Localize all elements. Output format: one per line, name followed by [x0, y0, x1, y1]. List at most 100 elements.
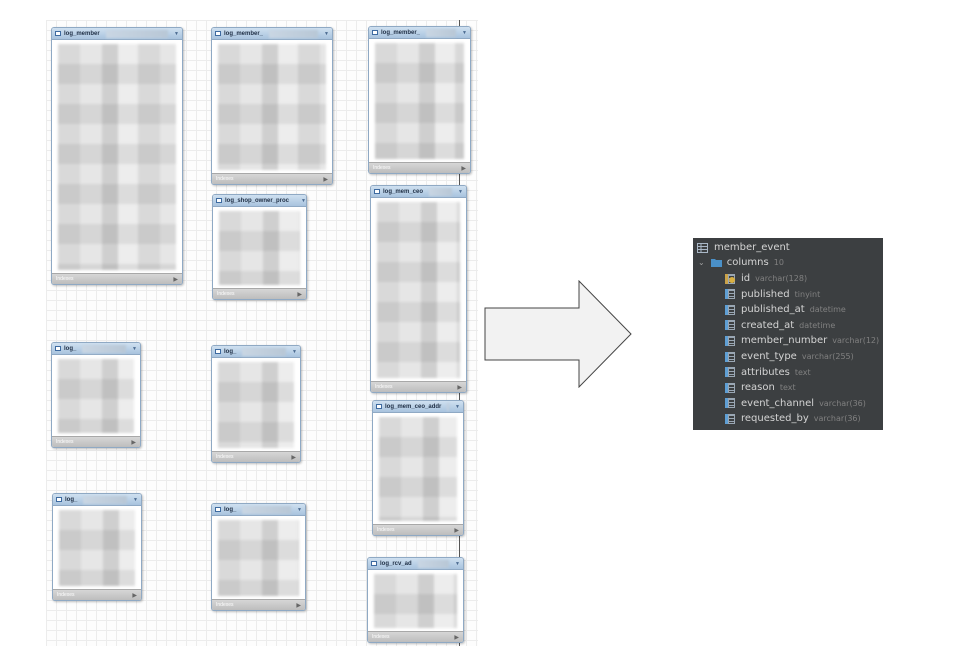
expand-arrow-icon[interactable]: ▶ — [296, 602, 301, 609]
er-table-indexes-bar[interactable]: Indexes ▶ — [212, 451, 300, 462]
er-table[interactable]: log_member_▼ Indexes ▶ — [368, 26, 471, 174]
er-table-name: log_mem_ceo_addr — [385, 403, 442, 410]
expand-arrow-icon[interactable]: ▶ — [457, 384, 462, 391]
er-table[interactable]: log_rcv_ad▼ Indexes▶ — [367, 557, 464, 643]
er-table[interactable]: log_member_▼ Indexes▶ — [211, 27, 333, 185]
er-table-indexes-bar[interactable]: Indexes▶ — [371, 381, 466, 392]
column-name: published_at — [741, 304, 805, 316]
er-table-header[interactable]: log_member_▼ — [212, 28, 332, 40]
er-table-indexes-bar[interactable]: Indexes▶ — [373, 524, 463, 535]
table-node[interactable]: member_event — [697, 240, 790, 255]
er-table-name: log_ — [65, 496, 78, 503]
column-type: text — [779, 383, 796, 393]
er-table[interactable]: log_ ▼ Indexes▶ — [52, 493, 142, 601]
column-type: varchar(128) — [755, 274, 808, 283]
er-table-indexes-bar[interactable]: Indexes▶ — [53, 589, 141, 600]
chevron-down-icon[interactable]: ▼ — [458, 188, 463, 195]
table-icon — [215, 31, 221, 36]
column-icon — [725, 382, 735, 393]
chevron-down-icon[interactable]: ▼ — [462, 29, 467, 36]
er-table-header[interactable]: log_▼ — [212, 504, 305, 516]
er-table-header[interactable]: log_member_▼ — [369, 27, 470, 39]
indexes-label: Indexes — [216, 454, 234, 460]
er-table-indexes-bar[interactable]: Indexes ▶ — [369, 162, 470, 173]
er-table-indexes-bar[interactable]: Indexes▶ — [52, 436, 140, 447]
columns-folder-node[interactable]: ⌄ columns 10 — [698, 255, 784, 270]
chevron-down-icon[interactable]: ⌄ — [698, 258, 705, 267]
column-icon — [725, 398, 735, 409]
table-icon — [56, 497, 62, 502]
er-table-header[interactable]: log_rcv_ad▼ — [368, 558, 463, 570]
er-table-columns-blurred — [379, 417, 457, 521]
er-table-columns-blurred — [219, 211, 300, 285]
er-table-header[interactable]: log_ ▼ — [53, 494, 141, 506]
column-type: varchar(12) — [832, 336, 880, 346]
indexes-label: Indexes — [373, 165, 391, 171]
er-table-header[interactable]: log_▼ — [52, 343, 140, 355]
er-table-columns-blurred — [374, 574, 457, 628]
column-name: reason — [741, 382, 775, 394]
column-name: event_channel — [741, 397, 815, 409]
er-table-header[interactable]: log_▼ — [212, 346, 300, 358]
er-table-indexes-bar[interactable]: Indexes ▶ — [213, 288, 306, 299]
chevron-down-icon[interactable]: ▼ — [174, 30, 179, 37]
expand-arrow-icon[interactable]: ▶ — [132, 592, 137, 599]
indexes-label: Indexes — [217, 291, 235, 297]
column-row[interactable]: reason text — [725, 380, 796, 395]
column-name: attributes — [741, 366, 790, 378]
er-table-header[interactable]: log_shop_owner_proc ▼ — [213, 195, 306, 207]
column-row[interactable]: attributes text — [725, 365, 811, 380]
er-table[interactable]: log_shop_owner_proc ▼ Indexes ▶ — [212, 194, 307, 300]
expand-arrow-icon[interactable]: ▶ — [297, 291, 302, 298]
expand-arrow-icon[interactable]: ▶ — [461, 165, 466, 172]
expand-arrow-icon[interactable]: ▶ — [323, 176, 328, 183]
er-table-header[interactable]: log_mem_ceo▼ — [371, 186, 466, 198]
chevron-down-icon[interactable]: ▼ — [455, 403, 460, 410]
chevron-down-icon[interactable]: ▼ — [301, 197, 306, 204]
er-table-columns-blurred — [218, 44, 326, 170]
expand-arrow-icon[interactable]: ▶ — [173, 276, 178, 283]
er-table-indexes-bar[interactable]: Indexes▶ — [212, 173, 332, 184]
table-name: member_event — [714, 242, 790, 253]
er-table-header[interactable]: log_member ▼ — [52, 28, 182, 40]
er-table[interactable]: log_mem_ceo▼ Indexes▶ — [370, 185, 467, 393]
column-icon — [725, 304, 735, 315]
er-table-indexes-bar[interactable]: Indexes▶ — [52, 273, 182, 284]
er-table[interactable]: log_▼ Indexes▶ — [211, 503, 306, 611]
er-table[interactable]: log_▼ Indexes ▶ — [211, 345, 301, 463]
er-table-name: log_shop_owner_proc — [225, 197, 290, 204]
chevron-down-icon[interactable]: ▼ — [455, 560, 460, 567]
expand-arrow-icon[interactable]: ▶ — [454, 527, 459, 534]
column-type: datetime — [799, 320, 836, 330]
expand-arrow-icon[interactable]: ▶ — [454, 634, 459, 641]
column-icon — [725, 335, 735, 346]
er-table[interactable]: log_▼ Indexes▶ — [51, 342, 141, 448]
er-table-header[interactable]: log_mem_ceo_addr ▼ — [373, 401, 463, 413]
chevron-down-icon[interactable]: ▼ — [133, 496, 138, 503]
er-table-indexes-bar[interactable]: Indexes▶ — [368, 631, 463, 642]
chevron-down-icon[interactable]: ▼ — [292, 348, 297, 355]
column-name: published — [741, 288, 790, 300]
chevron-down-icon[interactable]: ▼ — [132, 345, 137, 352]
er-table-name: log_member — [64, 30, 100, 37]
chevron-down-icon[interactable]: ▼ — [324, 30, 329, 37]
column-type: text — [794, 367, 811, 377]
expand-arrow-icon[interactable]: ▶ — [291, 454, 296, 461]
er-table[interactable]: log_member ▼ Indexes▶ — [51, 27, 183, 285]
column-icon — [725, 289, 735, 300]
er-table-columns-blurred — [377, 202, 460, 378]
er-table[interactable]: log_mem_ceo_addr ▼ Indexes▶ — [372, 400, 464, 536]
expand-arrow-icon[interactable]: ▶ — [131, 439, 136, 446]
columns-count: 10 — [773, 258, 784, 267]
column-icon — [725, 351, 735, 362]
chevron-down-icon[interactable]: ▼ — [297, 506, 302, 513]
er-table-indexes-bar[interactable]: Indexes▶ — [212, 599, 305, 610]
